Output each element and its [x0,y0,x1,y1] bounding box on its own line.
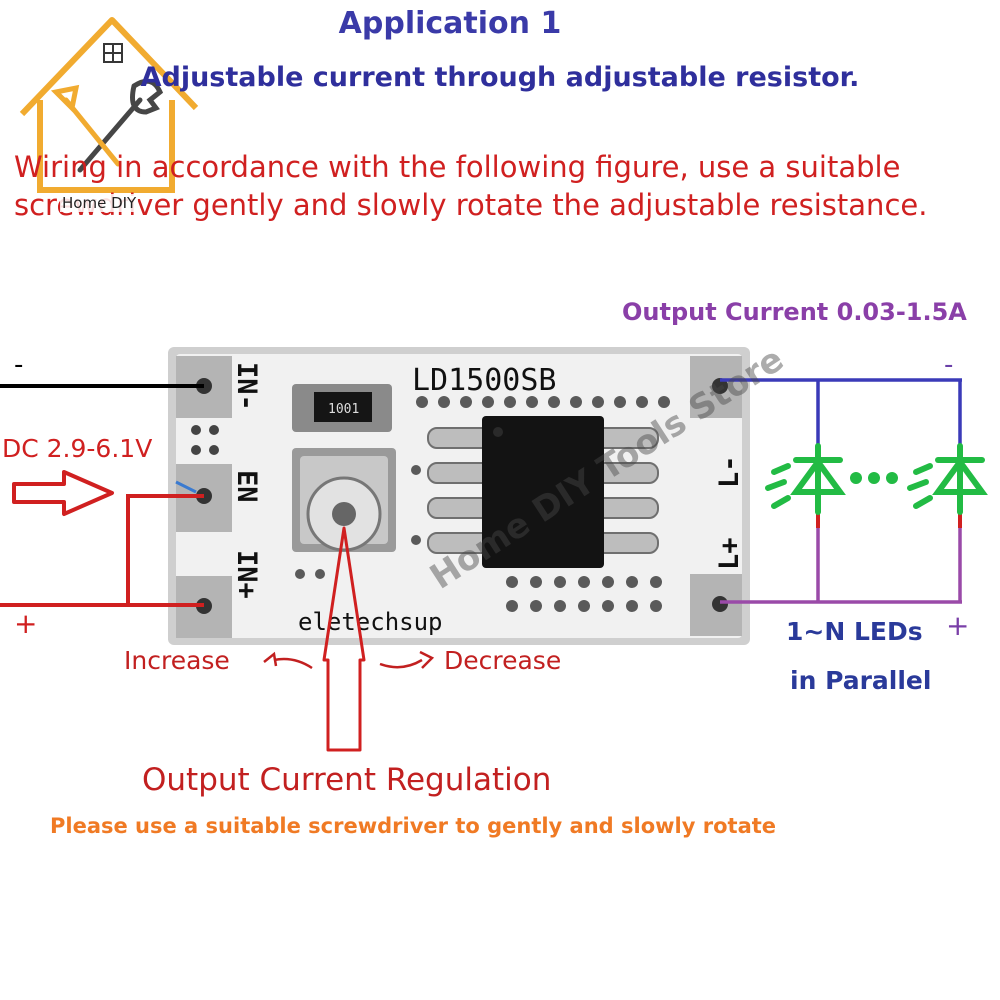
increase-label: Increase [124,646,230,675]
logo-house-icon [37,100,175,193]
regulation-note: Please use a suitable screwdriver to gen… [50,814,777,838]
pin-label-en: EN [231,470,262,503]
decrease-curve-arrow-icon [379,658,423,669]
ic-pin1-mark [493,427,503,437]
hole [712,596,728,612]
output-plus-sign: + [946,609,970,642]
pin-label-l-minus: L- [714,455,745,488]
leds-parallel-label: in Parallel [790,666,932,695]
pin-label-in-minus: IN- [231,362,262,411]
home-diy-logo [19,17,199,193]
potentiometer-slot [332,502,356,526]
hole [209,425,219,435]
hole [191,445,201,455]
hole [209,445,219,455]
hole [191,425,201,435]
led-n-icon [907,443,988,515]
regulation-title: Output Current Regulation [142,762,552,798]
regulation-arrow-icon [322,526,366,752]
logo-screwdriver-icon [50,84,121,167]
led-ellipsis-icon [850,472,898,484]
input-minus-sign: - [14,350,24,380]
board-brand-label: eletechsup [298,608,443,636]
input-plus-sign: + [14,607,38,640]
decrease-arrowhead-icon [419,650,435,669]
increase-curve-arrow-icon [273,657,313,670]
instructions-text: Wiring in accordance with the following … [14,150,928,222]
page-subtitle: Adjustable current through adjustable re… [140,62,860,93]
led-1-icon [765,443,846,515]
logo-text: Home DIY [60,194,139,212]
pin-label-in-plus: IN+ [231,550,262,599]
hole [712,378,728,394]
increase-arrowhead-icon [263,651,278,667]
pcb-board: LD1500SB 1001 eletechsup IN- EN IN+ L- L… [168,347,750,645]
led-circuit [720,378,988,604]
resistor-body [314,392,372,422]
logo-wrench-icon [77,78,164,173]
en-blue-trace [175,480,197,494]
leds-count-label: 1~N LEDs [786,617,923,646]
resistor-code-label: 1001 [328,402,359,417]
ic-leads [427,427,659,554]
ic-chip [482,416,604,568]
output-current-label: Output Current 0.03-1.5A [622,298,967,326]
vias [295,396,670,612]
board-model-label: LD1500SB [412,363,557,398]
en-jumper-wire [126,494,204,605]
output-minus-sign: - [944,350,954,380]
input-voltage-label: DC 2.9-6.1V [2,434,153,463]
decrease-label: Decrease [444,646,562,675]
pin-label-l-plus: L+ [714,537,745,570]
input-arrow-icon [12,470,114,516]
page-title: Application 1 [338,6,562,41]
logo-roof-icon [19,17,199,117]
